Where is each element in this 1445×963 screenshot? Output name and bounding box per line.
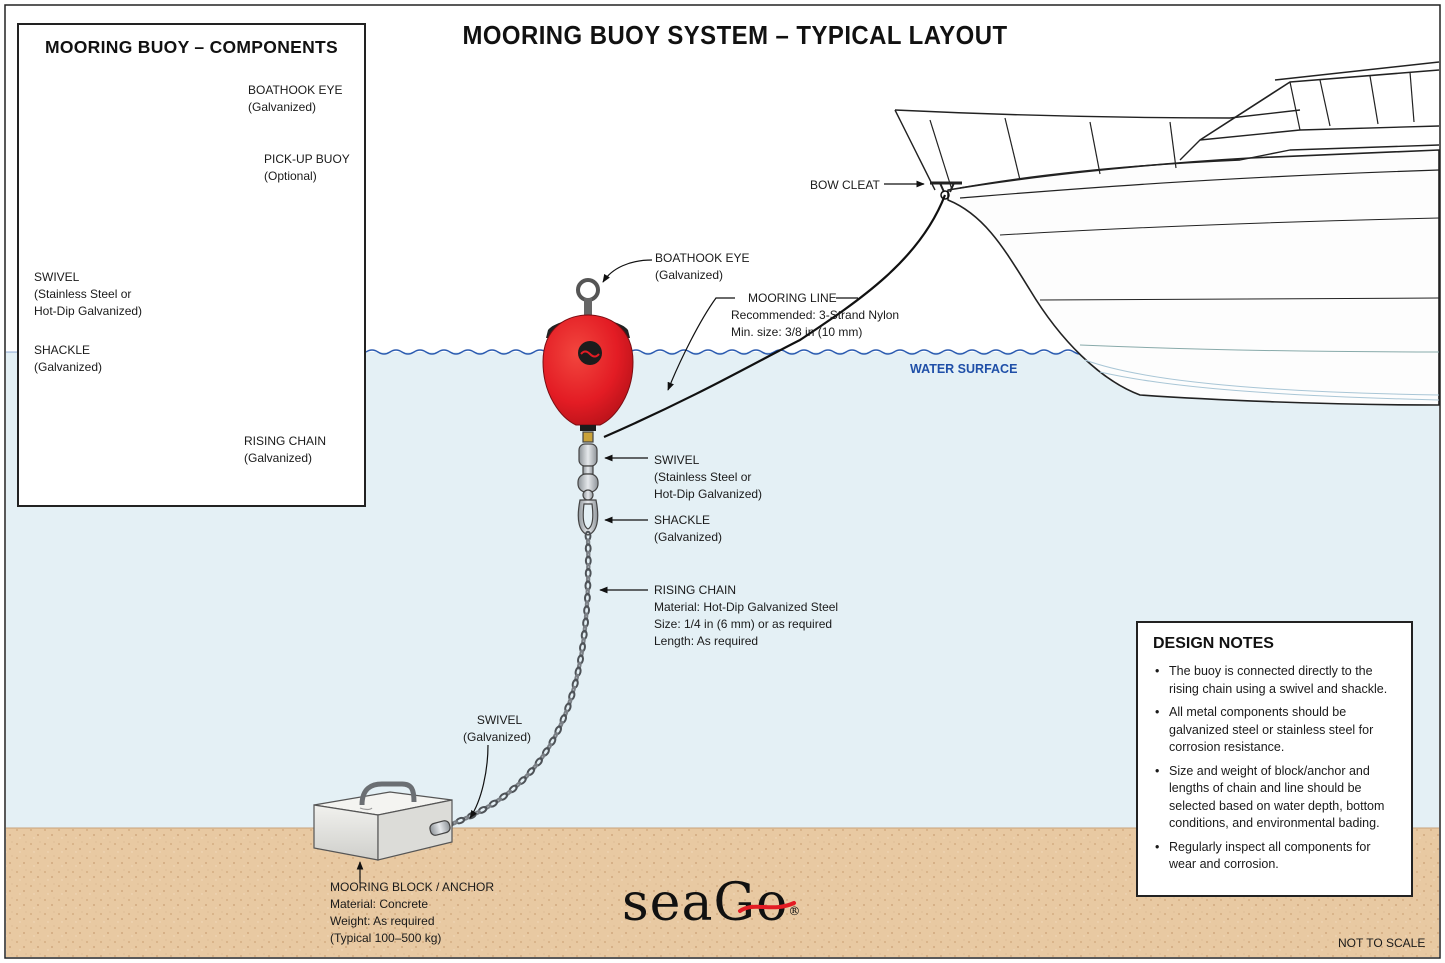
seabed xyxy=(6,828,1439,957)
design-note-item: Size and weight of block/anchor and leng… xyxy=(1153,763,1397,833)
design-notes-box: DESIGN NOTES The buoy is connected direc… xyxy=(1136,621,1413,897)
mooring-block xyxy=(313,781,453,861)
inset-swivel-label: SWIVEL (Stainless Steel or Hot-Dip Galva… xyxy=(34,270,143,318)
chain-link xyxy=(531,763,538,771)
chain-link xyxy=(523,772,530,780)
design-note-item: The buoy is connected directly to the ri… xyxy=(1153,663,1397,698)
design-note-item: Regularly inspect all components for wea… xyxy=(1153,839,1397,874)
design-notes-title: DESIGN NOTES xyxy=(1153,635,1274,652)
brand-swoosh-icon xyxy=(738,901,796,913)
components-inset: MOORING BUOY – COMPONENTS xyxy=(17,23,366,507)
main-buoy xyxy=(542,278,634,431)
main-hardware xyxy=(577,431,599,536)
mooring-line xyxy=(603,194,947,439)
inset-title: MOORING BUOY – COMPONENTS xyxy=(44,37,339,57)
shackle-label: SHACKLE (Galvanized) xyxy=(654,513,723,544)
chain-link xyxy=(539,753,546,761)
mooring-block-label: MOORING BLOCK / ANCHOR Material: Concret… xyxy=(330,880,495,945)
rising-chain-label: RISING CHAIN Material: Hot-Dip Galvanize… xyxy=(654,583,839,648)
design-notes-list: The buoy is connected directly to the ri… xyxy=(1153,663,1397,874)
inset-boathook-eye-label: BOATHOOK EYE (Galvanized) xyxy=(248,83,343,114)
boathook-eye-label: BOATHOOK EYE (Galvanized) xyxy=(655,251,750,282)
not-to-scale-note: NOT TO SCALE xyxy=(1338,936,1426,950)
brand-logo: seaGo® xyxy=(622,873,801,933)
page-border xyxy=(4,4,1441,959)
page-title: MOORING BUOY SYSTEM – TYPICAL LAYOUT xyxy=(462,20,1008,50)
boat xyxy=(894,61,1440,406)
brand-wordmark: seaGo xyxy=(622,873,789,933)
water-surface-label: WATER SURFACE xyxy=(910,362,1018,376)
chain-link xyxy=(581,637,586,646)
chain-link xyxy=(582,624,588,633)
bottom-swivel xyxy=(429,820,451,836)
inset-pickup-buoy-label: PICK-UP BUOY (Optional) xyxy=(264,152,350,183)
mooring-line-label: MOORING LINE Recommended: 3-Strand Nylon… xyxy=(731,291,900,339)
registered-mark: ® xyxy=(788,904,802,918)
bottom-swivel-label: SWIVEL (Galvanized) xyxy=(463,713,532,744)
chain-link xyxy=(462,815,470,821)
design-note-item: All metal components should be galvanize… xyxy=(1153,704,1397,757)
swivel-label: SWIVEL (Stainless Steel or Hot-Dip Galva… xyxy=(654,453,763,501)
inset-rising-chain-label: RISING CHAIN (Galvanized) xyxy=(244,434,327,465)
inset-shackle-label: SHACKLE (Galvanized) xyxy=(34,343,103,374)
bow-cleat-label: BOW CLEAT xyxy=(810,178,880,192)
chain-link xyxy=(563,709,569,718)
leader-lines xyxy=(356,180,925,883)
